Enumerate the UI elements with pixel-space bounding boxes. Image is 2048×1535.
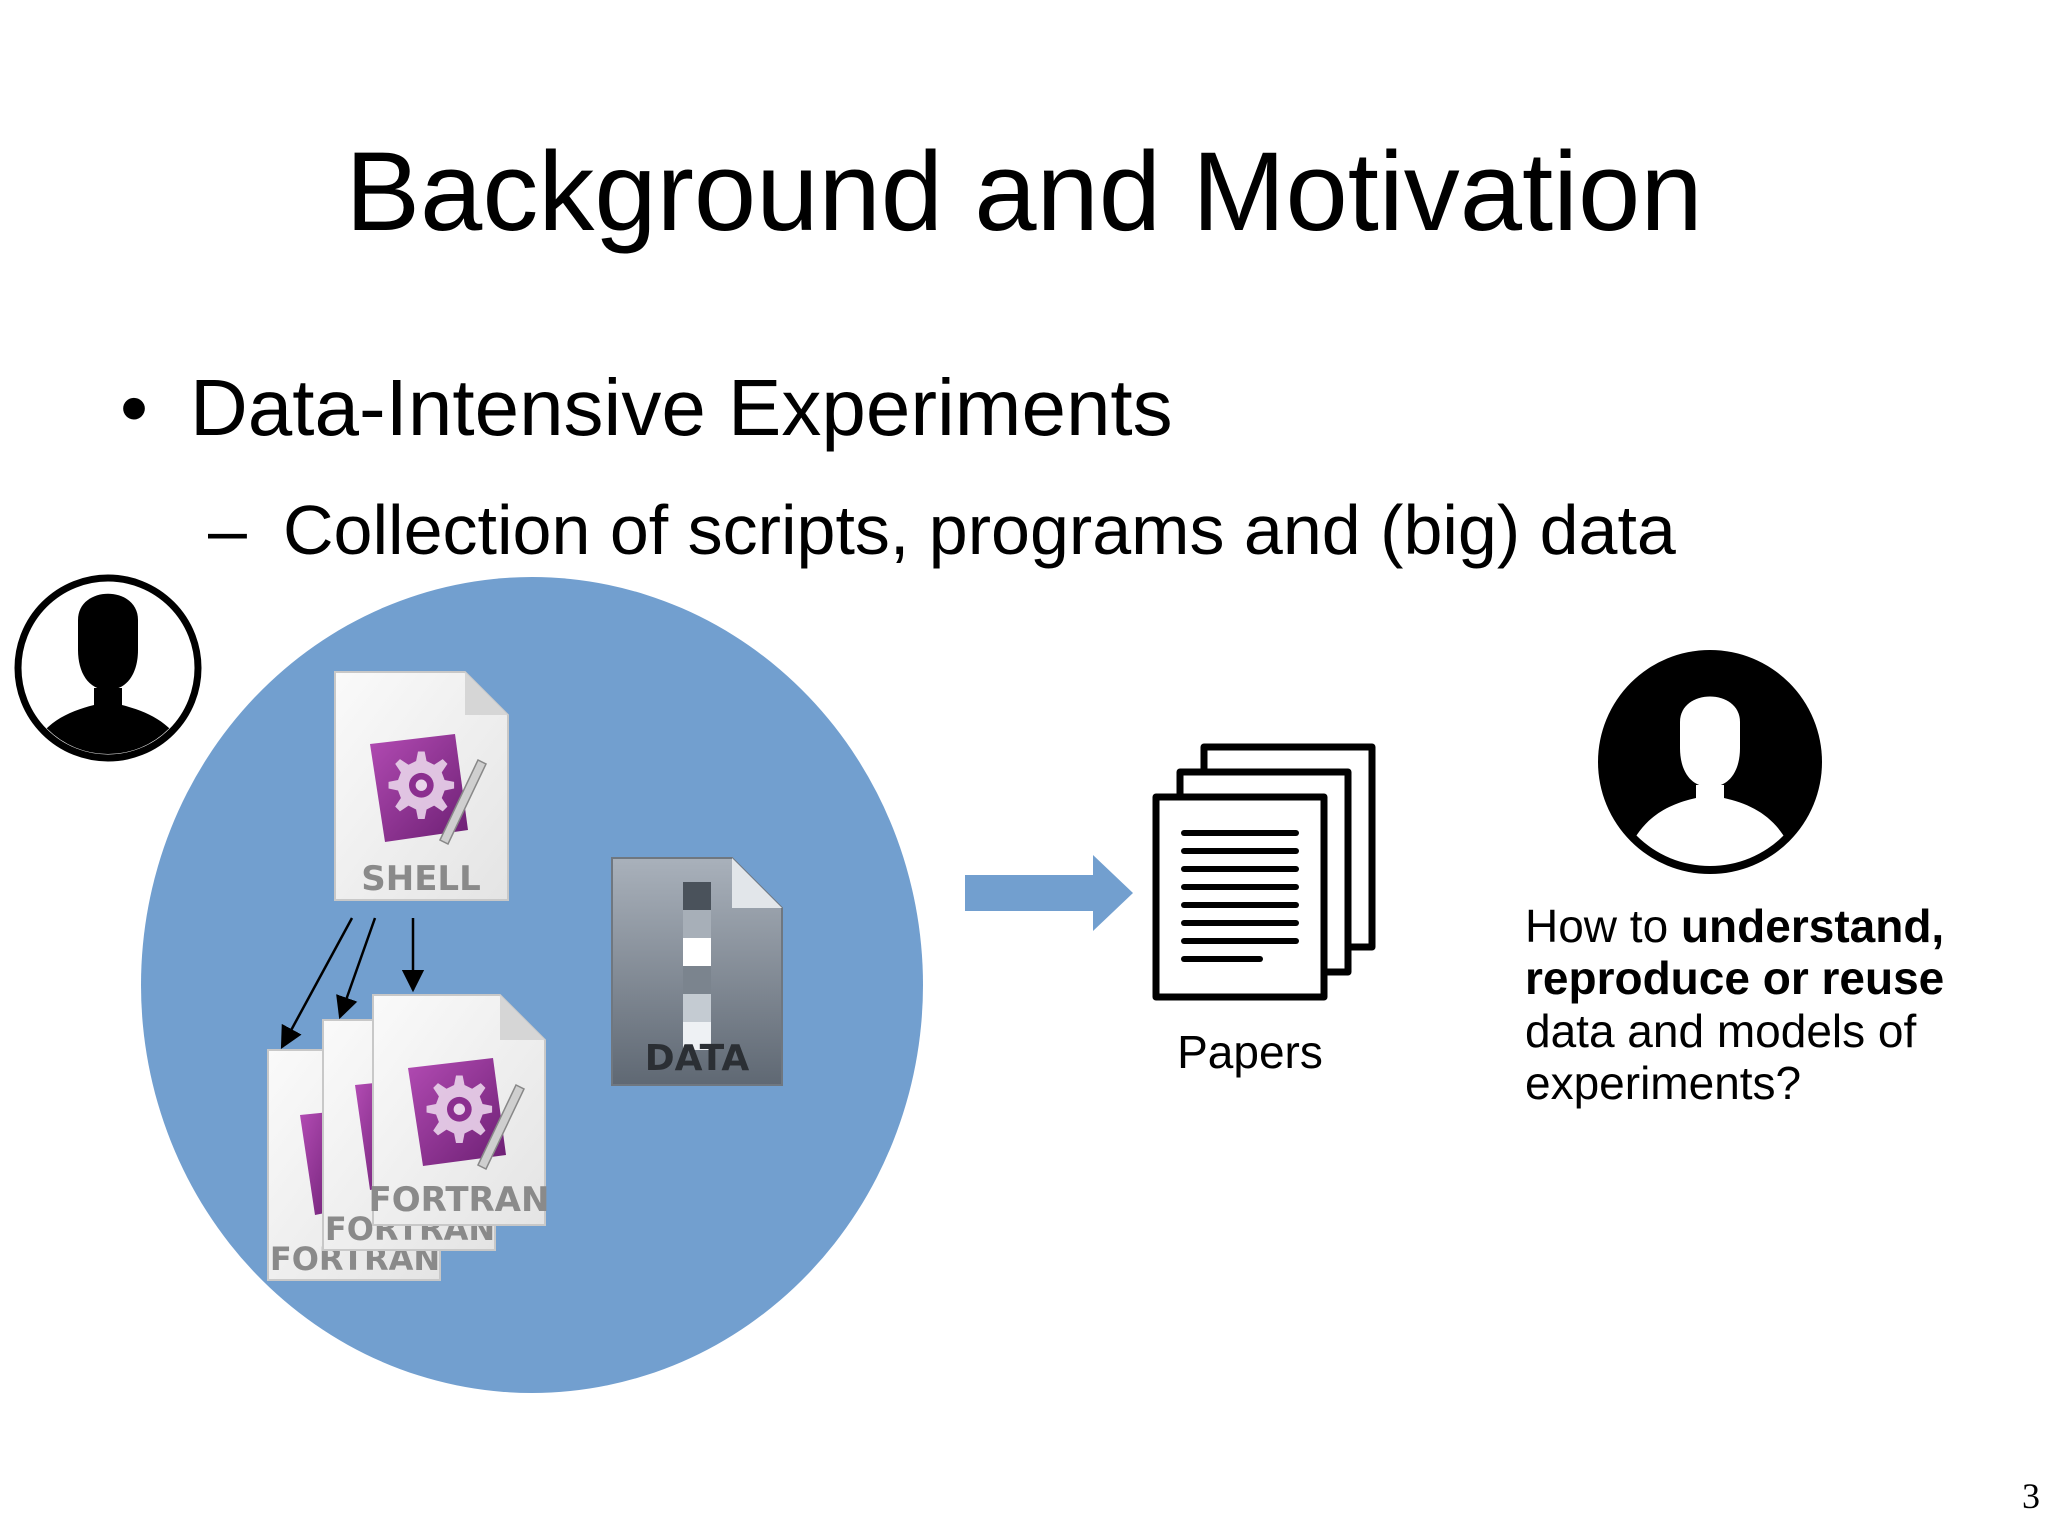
shell-script-file-icon: SHELL xyxy=(334,671,509,901)
shell-file-label: SHELL xyxy=(361,859,481,899)
bullet-marker: • xyxy=(120,363,149,452)
bullet-main-text: Data-Intensive Experiments xyxy=(190,363,1173,452)
research-question: How to understand, reproduce or reuse da… xyxy=(1525,900,2025,1110)
papers-text-lines xyxy=(1181,830,1299,962)
question-part-3: data and models of experiments? xyxy=(1525,1004,1917,1110)
experiment-circle xyxy=(141,577,923,1393)
bullet-sub-text: Collection of scripts, programs and (big… xyxy=(283,491,1676,569)
page-number: 3 xyxy=(2022,1476,2040,1516)
shell-to-fortran-arrows xyxy=(280,917,425,1049)
slide-title: Background and Motivation xyxy=(345,129,1703,254)
question-emphasis: understand, reproduce or reuse xyxy=(1525,900,1945,1005)
data-file-label: DATA xyxy=(645,1038,750,1079)
data-file-icon: DATA xyxy=(611,857,783,1086)
bullet-sub: –Collection of scripts, programs and (bi… xyxy=(208,488,1676,572)
papers-label: Papers xyxy=(1177,1026,1323,1078)
fortran-file-label: FORTRAN xyxy=(369,1180,550,1220)
sub-bullet-marker: – xyxy=(208,491,247,569)
flow-arrow-icon xyxy=(965,855,1133,931)
bullet-main: • Data-Intensive Experiments xyxy=(120,360,1173,456)
reader-user-icon xyxy=(1598,650,1822,874)
question-part-1: How to xyxy=(1525,900,1681,952)
researcher-user-icon xyxy=(14,574,202,762)
fortran-file-icon-front: FORTRAN xyxy=(369,994,550,1226)
